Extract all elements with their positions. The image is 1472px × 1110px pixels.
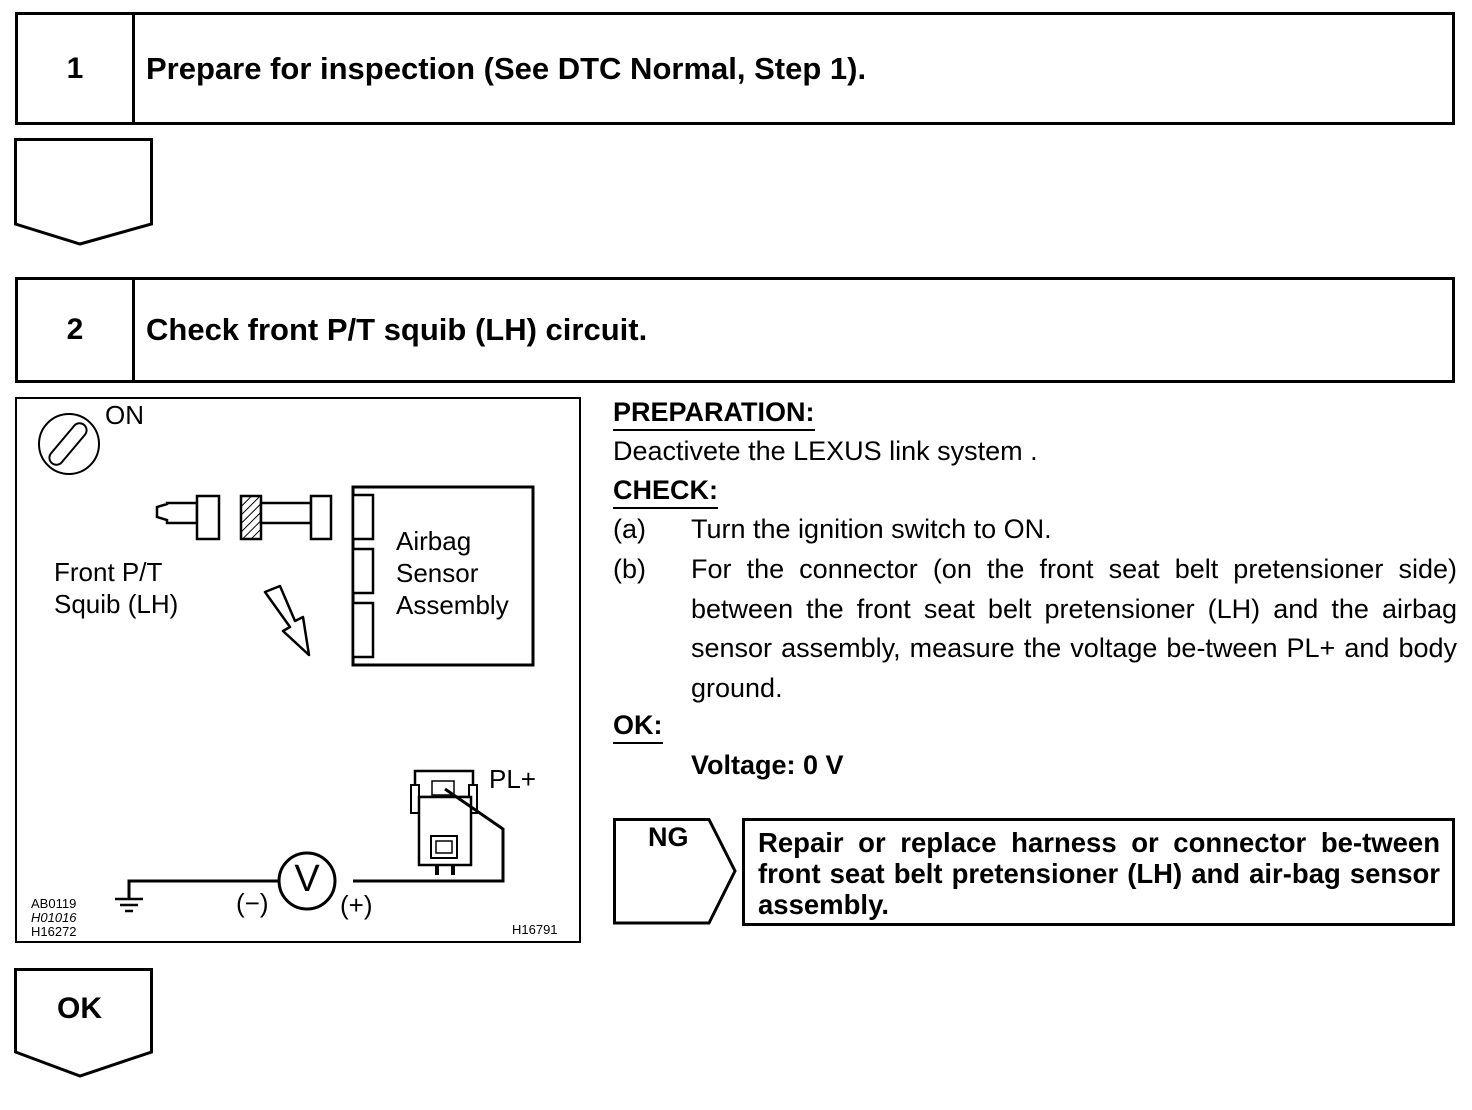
ref-code-2: H01016: [31, 910, 77, 925]
check-item-text: Turn the ignition switch to ON.: [691, 514, 1052, 544]
airbag-sensor-assembly-icon: [351, 485, 535, 667]
probe-wire-minus: [127, 879, 280, 899]
ref-code-3: H16272: [31, 924, 77, 939]
ignition-switch-icon: [38, 413, 100, 475]
step-1-box: 1 Prepare for inspection (See DTC Normal…: [15, 12, 1455, 125]
ignition-on-label: ON: [105, 400, 144, 430]
check-item-label: (a): [613, 514, 646, 544]
ground-icon: [115, 897, 143, 913]
ok-arrow-icon: [14, 968, 153, 1078]
preparation-text: Deactivete the LEXUS link system .: [613, 436, 1038, 466]
squib-label-line2: Squib (LH): [54, 589, 179, 619]
pretensioner-connector-icon: [410, 769, 478, 875]
preparation-heading: PREPARATION:: [613, 395, 815, 431]
minus-label: (−): [236, 888, 269, 918]
step-2-title: Check front P/T squib (LH) circuit.: [146, 312, 648, 347]
sensor-label-line3: Assembly: [396, 590, 509, 620]
flow-arrow-icon: [14, 138, 153, 246]
sensor-label-line1: Airbag: [396, 526, 472, 556]
ok-spec: Voltage: 0 V: [691, 750, 844, 780]
sensor-label-line2: Sensor: [396, 558, 479, 588]
step-1-number: 1: [18, 15, 135, 122]
squib-label-line1: Front P/T: [54, 557, 163, 587]
voltmeter-icon: [277, 851, 337, 911]
ng-action-box: Repair or replace harness or connector b…: [742, 818, 1455, 926]
circuit-diagram: ON Front P/T Squib (LH) Airbag Sensor As…: [15, 397, 581, 943]
circuit-drawing: [38, 413, 535, 913]
ref-code-1: AB0119: [31, 896, 77, 911]
pl-plus-label: PL+: [489, 764, 536, 794]
step-2-number: 2: [18, 280, 135, 380]
plus-label: (+): [340, 890, 373, 920]
voltmeter-symbol: V: [294, 858, 320, 900]
step-1-title: Prepare for inspection (See DTC Normal, …: [146, 50, 867, 86]
squib-connector-icon: [155, 494, 221, 541]
ng-arrow-icon: [613, 818, 737, 925]
check-item-text: For the connector (on the front seat bel…: [691, 554, 1457, 703]
probe-wire-plus: [353, 787, 505, 883]
ok-label: OK: [57, 992, 102, 1025]
check-item-label: (b): [613, 554, 646, 584]
ng-label: NG: [648, 822, 689, 852]
step-2-box: 2 Check front P/T squib (LH) circuit.: [15, 277, 1455, 383]
harness-connector-icon: [239, 494, 333, 541]
figure-id: H16791: [512, 922, 558, 937]
ok-heading: OK:: [613, 708, 663, 744]
check-heading: CHECK:: [613, 473, 718, 509]
hollow-arrow-icon: [263, 584, 311, 657]
